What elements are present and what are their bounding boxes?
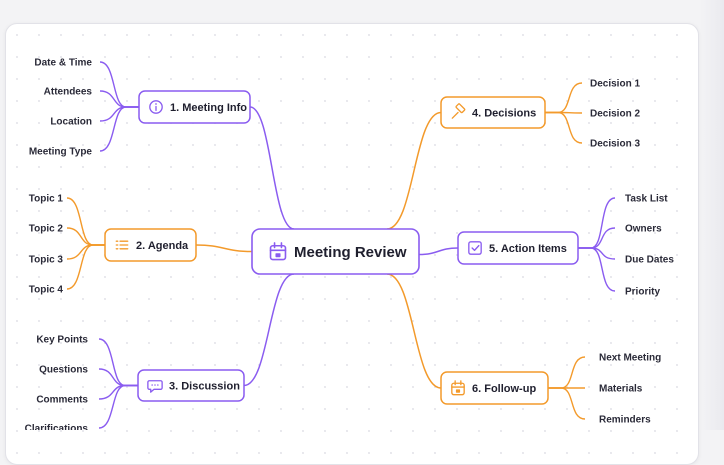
leaf-discussion-4[interactable]: Clarifications bbox=[25, 424, 89, 431]
branch-node-follow-up[interactable]: 6. Follow-up bbox=[440, 371, 549, 405]
calendar-icon bbox=[269, 242, 287, 261]
leaf-connector bbox=[560, 356, 586, 389]
leaf-meeting-info-3[interactable]: Location bbox=[50, 117, 92, 128]
edge-shade bbox=[700, 0, 724, 430]
branch-label-meeting-info: 1. Meeting Info bbox=[170, 102, 247, 114]
branch-node-agenda[interactable]: 2. Agenda bbox=[104, 228, 197, 262]
list-icon bbox=[115, 240, 129, 250]
checkbox-icon bbox=[468, 241, 482, 255]
leaf-connector bbox=[590, 197, 616, 249]
calendar-icon bbox=[451, 380, 465, 396]
leaf-follow-up-2[interactable]: Materials bbox=[599, 384, 643, 395]
branch-label-discussion: 3. Discussion bbox=[169, 381, 240, 393]
leaf-connector bbox=[98, 368, 126, 387]
leaf-agenda-3[interactable]: Topic 3 bbox=[29, 255, 64, 266]
leaf-agenda-4[interactable]: Topic 4 bbox=[29, 285, 64, 296]
gavel-icon bbox=[451, 103, 466, 119]
branch-node-action-items[interactable]: 5. Action Items bbox=[457, 231, 579, 265]
leaf-follow-up-3[interactable]: Reminders bbox=[599, 415, 651, 426]
branch-node-discussion[interactable]: 3. Discussion bbox=[137, 369, 245, 402]
leaf-connector bbox=[590, 247, 616, 292]
leaf-meeting-info-2[interactable]: Attendees bbox=[44, 87, 93, 98]
connector-meeting-info bbox=[249, 106, 295, 230]
center-node-label: Meeting Review bbox=[294, 244, 407, 261]
leaf-connector bbox=[66, 197, 94, 246]
leaf-connector bbox=[557, 111, 583, 144]
connector-decisions bbox=[386, 111, 442, 230]
branch-label-agenda: 2. Agenda bbox=[136, 240, 189, 252]
leaf-connector bbox=[557, 82, 583, 114]
leaf-decisions-2[interactable]: Decision 2 bbox=[590, 109, 640, 120]
leaf-connector bbox=[99, 61, 127, 108]
leaf-decisions-3[interactable]: Decision 3 bbox=[590, 139, 640, 150]
leaf-connector bbox=[98, 384, 126, 429]
center-node[interactable]: Meeting Review bbox=[251, 228, 420, 275]
leaf-meeting-info-1[interactable]: Date & Time bbox=[34, 58, 92, 69]
mindmap-diagram: Meeting Review Date & TimeAttendeesLocati… bbox=[25, 58, 675, 431]
connector-action-items bbox=[418, 247, 459, 256]
leaf-discussion-3[interactable]: Comments bbox=[36, 395, 88, 406]
leaf-connector bbox=[560, 387, 586, 420]
leaf-follow-up-1[interactable]: Next Meeting bbox=[599, 353, 661, 364]
branch-node-meeting-info[interactable]: 1. Meeting Info bbox=[138, 90, 251, 124]
leaf-discussion-1[interactable]: Key Points bbox=[36, 335, 88, 346]
leaf-connector bbox=[66, 244, 94, 290]
leaf-connector bbox=[99, 106, 127, 152]
mindmap-nodes: Meeting Review Date & TimeAttendeesLocati… bbox=[25, 58, 675, 431]
leaf-agenda-1[interactable]: Topic 1 bbox=[29, 194, 64, 205]
info-icon bbox=[149, 100, 163, 114]
leaf-action-items-1[interactable]: Task List bbox=[625, 194, 668, 205]
connector-follow-up bbox=[386, 273, 442, 389]
leaf-discussion-2[interactable]: Questions bbox=[39, 365, 88, 376]
connector-agenda bbox=[195, 244, 253, 253]
leaf-connector bbox=[98, 338, 126, 387]
branch-node-decisions[interactable]: 4. Decisions bbox=[440, 96, 546, 129]
leaf-action-items-4[interactable]: Priority bbox=[625, 287, 660, 298]
connector-discussion bbox=[243, 273, 295, 387]
branch-label-decisions: 4. Decisions bbox=[472, 108, 536, 120]
leaf-meeting-info-4[interactable]: Meeting Type bbox=[29, 147, 93, 158]
leaf-action-items-3[interactable]: Due Dates bbox=[625, 255, 674, 266]
branch-label-follow-up: 6. Follow-up bbox=[472, 383, 536, 395]
leaf-action-items-2[interactable]: Owners bbox=[625, 224, 662, 235]
connector-lines bbox=[66, 61, 616, 429]
leaf-connector bbox=[66, 227, 94, 246]
leaf-connector bbox=[99, 90, 127, 108]
chat-icon bbox=[147, 380, 163, 393]
leaf-agenda-2[interactable]: Topic 2 bbox=[29, 224, 64, 235]
leaf-connector bbox=[590, 227, 616, 249]
leaf-decisions-1[interactable]: Decision 1 bbox=[590, 79, 640, 90]
branch-label-action-items: 5. Action Items bbox=[489, 243, 567, 255]
